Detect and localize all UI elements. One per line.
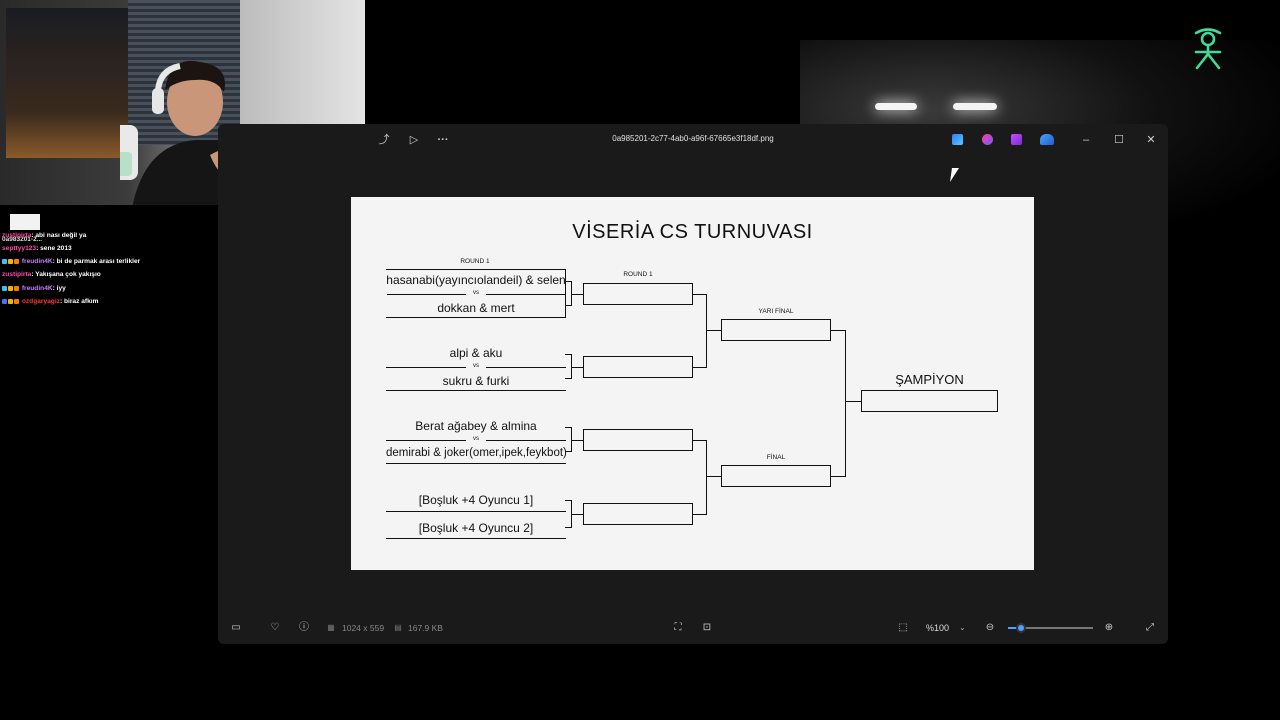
share-icon[interactable]: ⤴ <box>378 134 390 146</box>
onedrive-icon[interactable] <box>1040 134 1054 145</box>
slideshow-icon[interactable]: ▷ <box>409 134 419 146</box>
champion-slot <box>861 390 998 412</box>
ceiling-light <box>953 103 997 110</box>
chat-username: freudin4K <box>21 258 53 265</box>
chat-text: : sene 2013 <box>36 245 72 252</box>
round-1-slot-4 <box>583 503 693 525</box>
zoom-in-icon[interactable]: ⊕ <box>1104 622 1114 633</box>
match-1-vs: vs <box>466 290 486 296</box>
tournament-title: VİSERİA CS TURNUVASI <box>572 221 813 243</box>
final-label: FİNAL <box>766 454 786 461</box>
match-2-vs: vs <box>466 363 486 369</box>
round-1-slot-2 <box>583 356 693 378</box>
file-size: 167.9 KB <box>408 623 443 633</box>
chat-badge-icon <box>2 285 7 291</box>
zoom-slider-fill <box>1008 627 1021 629</box>
designer-app-icon[interactable] <box>982 134 993 145</box>
fullscreen-icon[interactable]: ⤢ <box>1146 622 1154 633</box>
match-2-team-1: alpi & aku <box>449 346 503 360</box>
chat-message: septtyy123: sene 2013 <box>2 245 72 252</box>
chat-username: freudin4K <box>21 285 53 292</box>
zoom-level-dropdown[interactable]: %100 ⌄ <box>921 618 971 638</box>
filmstrip-icon[interactable]: ▭ <box>231 622 241 633</box>
zoom-out-icon[interactable]: ⊖ <box>985 622 995 633</box>
chat-message: zustipirta: Yakışana çok yakışıo <box>2 271 101 278</box>
match-4-team-1: [Boşluk +4 Oyuncu 1] <box>418 493 534 507</box>
edit-app-icon[interactable] <box>952 134 963 145</box>
mouse-cursor-icon <box>950 168 959 182</box>
chat-username: ozdgaryagiz <box>21 298 60 305</box>
photo-viewer-window: ⤴ ▷ ··· 0a985201-2c77-4ab0-a96f-67665e3f… <box>218 124 1168 644</box>
semifinal-label: YARI FİNAL <box>758 308 794 315</box>
chat-thumbnail <box>10 214 40 230</box>
chat-username: zustipirta <box>2 271 32 278</box>
chat-text: : iyy <box>52 285 66 292</box>
ceiling-light <box>875 103 917 110</box>
round-1-slot-1 <box>583 283 693 305</box>
chat-badge-icon <box>8 298 13 304</box>
chat-badge-icon <box>14 298 19 304</box>
round-1-slot-3 <box>583 429 693 451</box>
champion-label: ŞAMPİYON <box>895 372 964 387</box>
chat-badge-icon <box>2 258 7 264</box>
chat-badge-icon <box>14 285 19 291</box>
match-4-team-2: [Boşluk +4 Oyuncu 2] <box>418 521 534 535</box>
match-3-vs: vs <box>466 436 486 442</box>
semifinal-slot <box>721 319 831 341</box>
file-size-icon: ▤ <box>394 623 402 632</box>
crop-fit-icon[interactable]: ⬚ <box>898 622 908 633</box>
chat-message: ozdgaryagiz: biraz afkım <box>2 298 98 305</box>
image-dimensions: 1024 x 559 <box>342 623 385 633</box>
match-line <box>386 538 566 540</box>
chat-text: : biraz afkım <box>59 298 99 305</box>
clipchamp-app-icon[interactable] <box>1011 134 1022 145</box>
title-bar: ⤴ ▷ ··· 0a985201-2c77-4ab0-a96f-67665e3f… <box>218 124 1168 156</box>
fit-to-window-icon[interactable]: ⛶ <box>674 622 682 633</box>
bottom-toolbar: ▭ ♡ ⓘ ▦ 1024 x 559 ▤ 167.9 KB ⛶ ⊡ ⬚ %100… <box>218 612 1168 644</box>
zoom-slider[interactable] <box>1008 623 1093 633</box>
bracket-image: VİSERİA CS TURNUVASI ROUND 1 ROUND 1 YAR… <box>351 197 1034 570</box>
window-title: 0a985201-2c77-4ab0-a96f-67665e3f18df.png <box>612 134 774 143</box>
image-size-icon: ▦ <box>327 623 335 632</box>
chat-overlay-tag: 0a983201-2... <box>2 236 43 243</box>
info-icon[interactable]: ⓘ <box>299 622 309 633</box>
close-button[interactable]: ✕ <box>1146 134 1156 146</box>
chat-message: zustipirta: abi nası değil ya <box>2 232 86 239</box>
chat-username: septtyy123 <box>2 245 37 252</box>
chat-text: : Yakışana çok yakışıo <box>31 271 101 278</box>
round-1-label: ROUND 1 <box>460 258 490 265</box>
maximize-button[interactable]: ☐ <box>1114 134 1124 146</box>
chat-message: freudin4K: bi de parmak arası terlikler <box>2 258 140 265</box>
chat-badge-icon <box>8 285 13 291</box>
match-1-box <box>386 269 566 318</box>
zoom-slider-handle[interactable] <box>1016 623 1026 633</box>
match-3-team-2: demirabi & joker(omer,ipek,feykbot) <box>386 447 567 459</box>
match-1-team-1: hasanabi(yayıncıolandeil) & selen <box>386 273 566 287</box>
chat-badge-icon <box>8 258 13 264</box>
match-line <box>386 463 566 465</box>
webcam-window <box>6 8 136 158</box>
chat-text: : abi nası değil ya <box>31 232 87 239</box>
chat-badge-icon <box>2 298 7 304</box>
round-1-right-label: ROUND 1 <box>623 271 653 278</box>
minimize-button[interactable]: – <box>1082 134 1090 146</box>
chevron-down-icon: ⌄ <box>959 623 966 632</box>
favorite-heart-icon[interactable]: ♡ <box>270 622 280 633</box>
more-options-icon[interactable]: ··· <box>437 134 449 146</box>
match-1-team-2: dokkan & mert <box>437 301 515 315</box>
chat-text: : bi de parmak arası terlikler <box>52 258 141 265</box>
streamer-logo-icon <box>1194 28 1222 70</box>
final-slot <box>721 465 831 487</box>
zoom-level-value: %100 <box>926 623 950 633</box>
actual-size-icon[interactable]: ⊡ <box>702 622 712 633</box>
match-line <box>386 511 566 513</box>
match-3-team-1: Berat ağabey & almina <box>415 419 537 433</box>
match-line <box>386 390 566 392</box>
match-2-team-2: sukru & furki <box>442 374 510 388</box>
chat-message: freudin4K: iyy <box>2 285 66 292</box>
chat-badge-icon <box>14 258 19 264</box>
chat-username: zustipirta <box>2 232 32 239</box>
